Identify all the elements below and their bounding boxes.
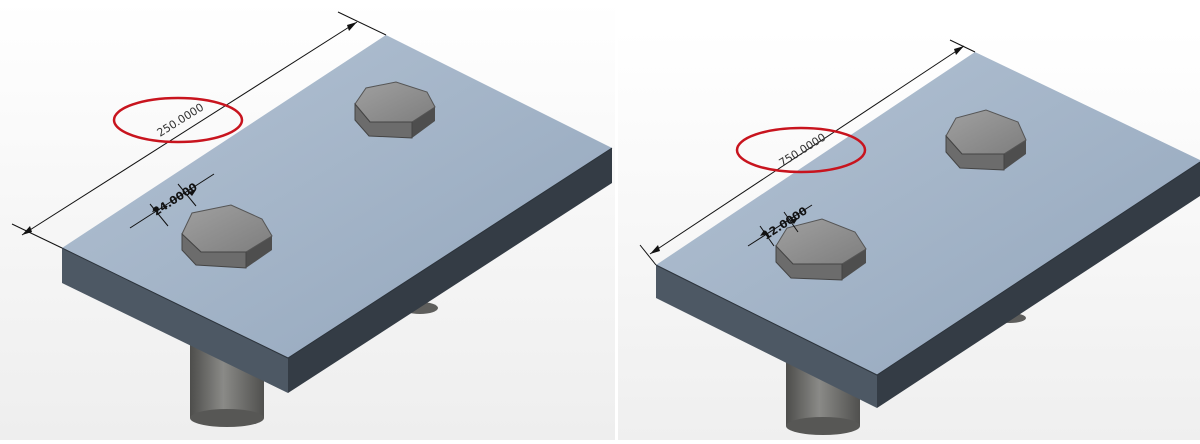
right-front-nut[interactable] bbox=[775, 218, 867, 281]
right-back-nut[interactable] bbox=[945, 109, 1027, 171]
left-viewport[interactable]: 250.0000 24.0000 bbox=[0, 0, 615, 440]
right-length-highlight-ellipse bbox=[735, 126, 867, 174]
right-plate-front-face bbox=[656, 265, 877, 408]
right-plate-side-face bbox=[877, 162, 1200, 408]
left-plate-side-face bbox=[288, 148, 612, 393]
right-plate[interactable] bbox=[655, 52, 1200, 408]
left-back-nut[interactable] bbox=[354, 81, 436, 139]
left-plate-front-face bbox=[62, 248, 288, 393]
right-viewport[interactable]: 750.0000 12.0000 bbox=[618, 30, 1200, 440]
left-plate-top-face bbox=[62, 35, 612, 358]
left-length-highlight-ellipse bbox=[112, 96, 244, 144]
left-plate[interactable] bbox=[61, 35, 613, 393]
right-plate-top-face bbox=[656, 52, 1200, 375]
left-front-nut[interactable] bbox=[181, 204, 273, 269]
